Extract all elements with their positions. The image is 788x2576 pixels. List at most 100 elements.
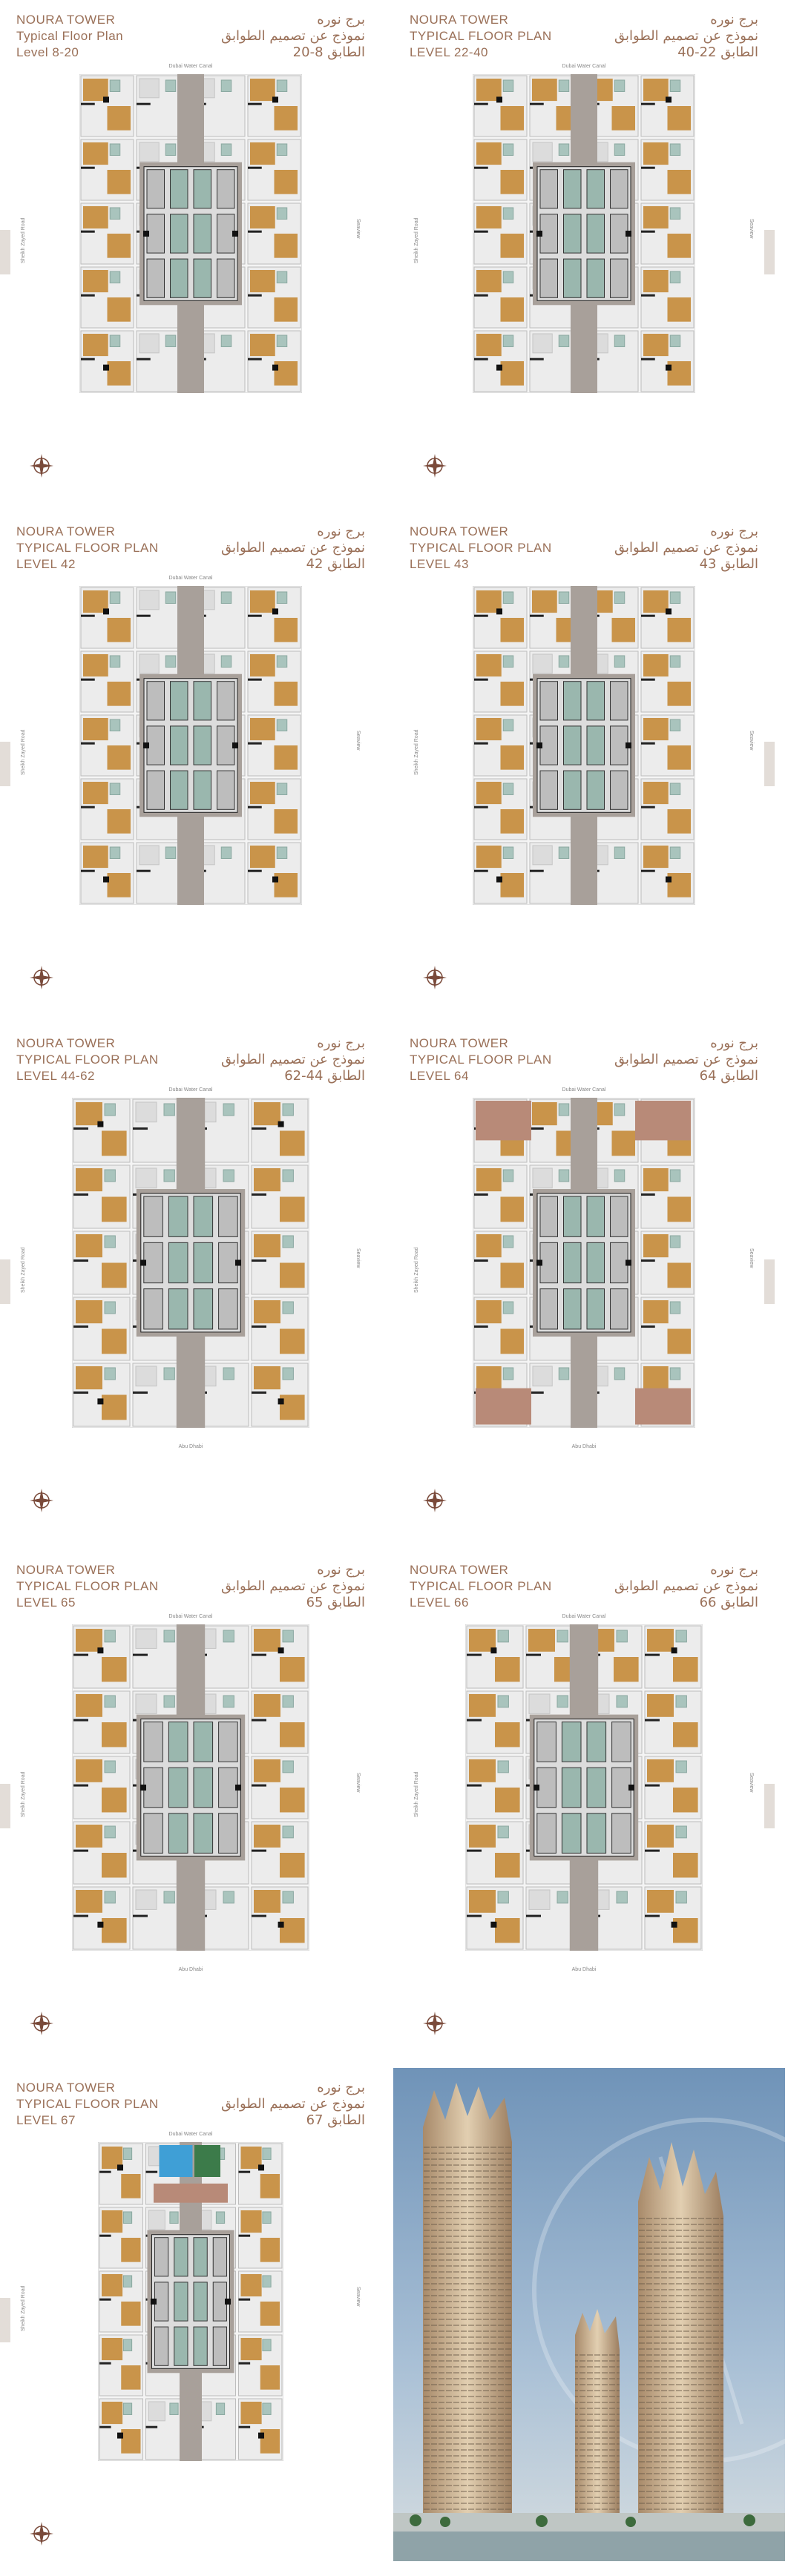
compass-icon xyxy=(421,452,448,479)
floor-plan-drawing xyxy=(72,1624,309,1951)
label-north: Dubai Water Canal xyxy=(168,576,213,581)
label-east: Seaview xyxy=(355,1248,361,1268)
title-line: NOURA TOWER xyxy=(16,2081,116,2095)
compass-icon xyxy=(421,1487,448,1514)
title-line: NOURA TOWER xyxy=(410,1036,509,1050)
floor-plan-drawing xyxy=(473,74,695,393)
label-west: Sheikh Zayed Road xyxy=(21,729,26,775)
floor-plan-drawing xyxy=(79,586,302,905)
label-south: Abu Dhabi xyxy=(571,1967,597,1972)
title-line: NOURA TOWER xyxy=(410,524,509,538)
floor-plan-drawing xyxy=(473,1098,695,1428)
title-line-arabic: برج نوره xyxy=(710,524,758,539)
title-line-arabic: برج نوره xyxy=(317,1035,365,1051)
label-east: Seaview xyxy=(749,1773,754,1793)
label-east: Seaview xyxy=(355,219,361,239)
label-west: Sheikh Zayed Road xyxy=(414,729,419,775)
title-line: LEVEL 42 xyxy=(16,557,76,571)
label-west: Sheikh Zayed Road xyxy=(414,1247,419,1293)
label-south: Abu Dhabi xyxy=(178,1444,203,1449)
title-line-arabic: نموذج عن تصميم الطوابق xyxy=(614,28,758,44)
compass-icon xyxy=(28,452,55,479)
title-line-arabic: الطابق 8-20 xyxy=(292,45,365,60)
title-line-arabic: برج نوره xyxy=(317,524,365,539)
title-line-arabic: الطابق 64 xyxy=(699,1068,758,1084)
label-east: Seaview xyxy=(749,731,754,751)
page-edge xyxy=(764,230,775,274)
label-south: Abu Dhabi xyxy=(178,1967,203,1972)
title-line-arabic: نموذج عن تصميم الطوابق xyxy=(221,28,365,44)
tower-rendering xyxy=(393,2068,785,2561)
title-line: NOURA TOWER xyxy=(16,13,116,27)
title-line-arabic: الطابق 67 xyxy=(306,2112,365,2128)
page-edge xyxy=(0,1784,10,1828)
title-line-arabic: نموذج عن تصميم الطوابق xyxy=(614,1052,758,1067)
page-edge xyxy=(0,230,10,274)
title-line: NOURA TOWER xyxy=(16,524,116,538)
label-east: Seaview xyxy=(749,1248,754,1268)
label-north: Dubai Water Canal xyxy=(168,64,213,69)
title-line-arabic: نموذج عن تصميم الطوابق xyxy=(221,540,365,556)
title-line: NOURA TOWER xyxy=(16,1563,116,1577)
label-east: Seaview xyxy=(749,219,754,239)
title-line: TYPICAL FLOOR PLAN xyxy=(410,1579,552,1593)
title-line: TYPICAL FLOOR PLAN xyxy=(410,541,552,555)
floor-plan-page: NOURA TOWER TYPICAL FLOOR PLAN LEVEL 43 برج… xyxy=(393,512,775,1016)
compass-icon xyxy=(421,964,448,991)
title-english: NOURA TOWER TYPICAL FLOOR PLAN LEVEL 43 xyxy=(410,524,552,573)
label-north: Dubai Water Canal xyxy=(168,2132,213,2137)
title-line: LEVEL 44-62 xyxy=(16,1069,95,1083)
label-east: Seaview xyxy=(355,2287,361,2307)
title-line-arabic: الطابق 66 xyxy=(699,1595,758,1610)
label-east: Seaview xyxy=(355,731,361,751)
title-line: TYPICAL FLOOR PLAN xyxy=(16,1053,159,1067)
tower-render-image xyxy=(393,2068,785,2561)
title-line: LEVEL 65 xyxy=(16,1595,76,1610)
compass-icon xyxy=(28,1487,55,1514)
title-line-arabic: برج نوره xyxy=(317,1562,365,1578)
label-west: Sheikh Zayed Road xyxy=(21,1247,26,1293)
label-west: Sheikh Zayed Road xyxy=(414,217,419,263)
title-line-arabic: نموذج عن تصميم الطوابق xyxy=(221,1052,365,1067)
title-line: Typical Floor Plan xyxy=(16,29,124,43)
page-edge xyxy=(0,1259,10,1304)
title-line: LEVEL 43 xyxy=(410,557,469,571)
floor-plan-drawing xyxy=(79,74,302,393)
title-line-arabic: برج نوره xyxy=(710,12,758,27)
floor-plan-drawing xyxy=(465,1624,703,1951)
label-north: Dubai Water Canal xyxy=(168,1087,213,1093)
title-line-arabic: نموذج عن تصميم الطوابق xyxy=(614,540,758,556)
label-west: Sheikh Zayed Road xyxy=(414,1771,419,1817)
title-line-arabic: نموذج عن تصميم الطوابق xyxy=(221,2096,365,2112)
label-west: Sheikh Zayed Road xyxy=(21,217,26,263)
title-line-arabic: نموذج عن تصميم الطوابق xyxy=(614,1578,758,1594)
title-line-arabic: نموذج عن تصميم الطوابق xyxy=(221,1578,365,1594)
title-line-arabic: الطابق 65 xyxy=(306,1595,365,1610)
label-north: Dubai Water Canal xyxy=(562,1087,606,1093)
title-line-arabic: الطابق 43 xyxy=(699,556,758,572)
page-edge xyxy=(764,742,775,786)
title-line-arabic: الطابق 42 xyxy=(306,556,365,572)
title-line-arabic: الطابق 44-62 xyxy=(284,1068,365,1084)
floor-plan-drawing xyxy=(98,2142,283,2461)
compass-icon xyxy=(28,964,55,991)
floor-plan-drawing xyxy=(473,586,695,905)
title-line-arabic: برج نوره xyxy=(710,1562,758,1578)
label-west: Sheikh Zayed Road xyxy=(21,2285,26,2331)
page-edge xyxy=(0,2298,10,2342)
